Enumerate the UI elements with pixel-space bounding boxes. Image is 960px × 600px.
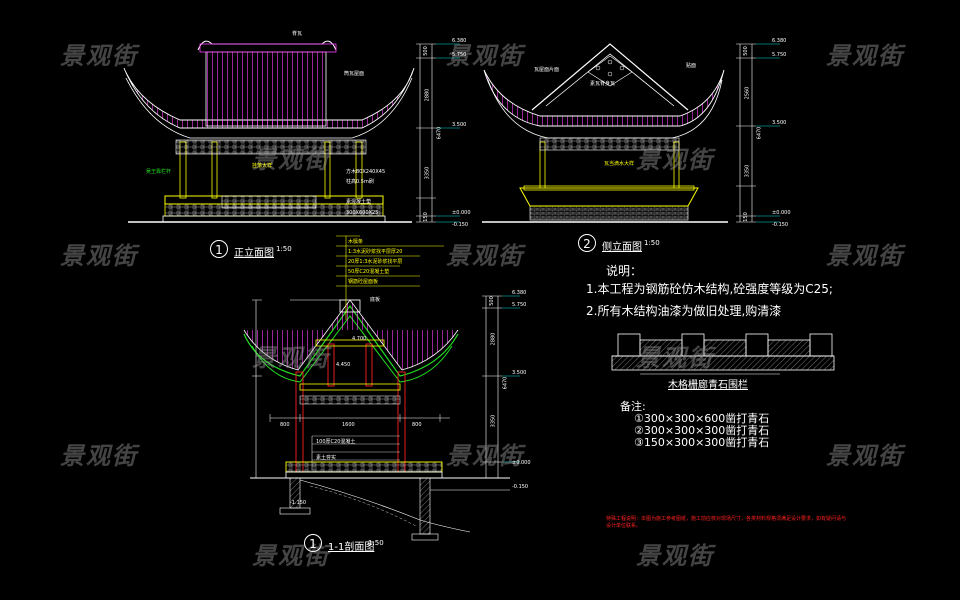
side-level: -0.150 <box>772 222 789 228</box>
front-level: 3.500 <box>452 122 467 128</box>
section-level: 4.450 <box>336 362 351 368</box>
side-title-name: 侧立面图 <box>602 242 642 253</box>
section-title-name: 1-1剖面图 <box>328 542 375 553</box>
front-title-number: 1 <box>210 240 228 258</box>
watermark: 景观街 <box>446 442 524 470</box>
section-level: -0.150 <box>512 484 529 490</box>
watermark: 景观街 <box>60 42 138 70</box>
section-annotation: 木檩条 <box>348 239 364 245</box>
side-level: 5.750 <box>772 52 787 58</box>
side-vert-dim: 3350 <box>744 164 751 178</box>
section-view <box>243 235 520 541</box>
front-level: -0.150 <box>452 222 469 228</box>
watermark: 景观街 <box>60 242 138 270</box>
section-level: 3.500 <box>512 370 527 376</box>
side-vert-dim: 2560 <box>744 86 751 100</box>
watermark: 景观街 <box>446 242 524 270</box>
front-title-name: 正立面图 <box>234 248 274 259</box>
remark-item: ②300×300×300凿打青石 <box>634 424 770 437</box>
notes-item: 1.本工程为钢筋砼仿木结构,砼强度等级为C25; <box>586 282 833 296</box>
side-title-scale: 1:50 <box>644 239 660 247</box>
section-level: ±0.000 <box>512 460 531 466</box>
side-level: 3.500 <box>772 120 787 126</box>
section-annotation: 钢筋砼屋面板 <box>348 279 379 285</box>
section-horiz-dim: 1600 <box>342 422 355 428</box>
section-title-scale: 1:50 <box>368 539 384 547</box>
section-horiz-dim: 800 <box>412 422 422 428</box>
side-vert-dim: 500 <box>742 46 749 56</box>
watermark: 景观街 <box>826 42 904 70</box>
front-annotation: 脊瓦 <box>292 31 303 37</box>
section-annotation: 100厚C20混凝土 <box>316 439 356 445</box>
side-annotation: 瓦屋面片面 <box>534 67 560 73</box>
watermark: 景观街 <box>826 242 904 270</box>
section-level: 5.750 <box>512 302 527 308</box>
side-title-number: 2 <box>578 234 596 252</box>
front-level: ±0.000 <box>452 210 471 216</box>
front-annotation: 柱高0.5m刷 <box>346 179 374 185</box>
watermark: 景观街 <box>636 344 714 372</box>
side-vert-dim: 6470 <box>756 126 763 140</box>
watermark: 景观街 <box>636 146 714 174</box>
notes-item: 2.所有木结构油漆为做旧处理,购清漆 <box>586 304 782 318</box>
front-vert-dim: 500 <box>422 46 429 56</box>
front-annotation: 素混凝土垫 <box>346 199 372 205</box>
front-annotation: 筒瓦屋面 <box>344 71 365 77</box>
remarks-heading: 备注: <box>620 400 646 413</box>
front-vert-dim: 150 <box>422 212 429 222</box>
section-annotation: 1:3水泥砂浆找平层厚20 <box>348 249 403 255</box>
notes-heading: 说明： <box>606 264 643 278</box>
section-level: 6.380 <box>512 290 527 296</box>
remark-item: ③150×300×300凿打青石 <box>634 436 770 449</box>
section-annotation: 素土夯实 <box>316 455 337 461</box>
side-elevation <box>482 43 780 223</box>
section-horiz-dim: 800 <box>280 422 290 428</box>
watermark: 景观街 <box>252 344 330 372</box>
side-vert-dim: 150 <box>742 212 749 222</box>
remark-item: ①300×300×600凿打青石 <box>634 412 770 425</box>
section-level: 4.700 <box>352 336 367 342</box>
red-construction-note: 特殊工程说明：本图为施工参考图纸，施工前应核对现场尺寸，各类材料规格须满足设计要… <box>606 516 847 529</box>
side-annotation: 素瓦脊身瓦 <box>590 81 616 87</box>
section-annotation: 20厚1:3水泥砂浆找平层 <box>348 259 403 265</box>
front-level: 5.750 <box>452 52 467 58</box>
side-level: ±0.000 <box>772 210 791 216</box>
front-vert-dim: 2880 <box>424 88 431 102</box>
section-vert-dim: 500 <box>488 296 495 306</box>
watermark: 景观街 <box>252 146 330 174</box>
detail-title: 木格栅廊青石围栏 <box>668 380 748 391</box>
watermark: 景观街 <box>60 442 138 470</box>
front-title-scale: 1:50 <box>276 245 292 253</box>
side-annotation: 瓦当滴水大样 <box>604 161 635 167</box>
section-vert-dim: 6470 <box>502 376 509 390</box>
front-annotation: 挂落大样 <box>252 163 273 169</box>
front-level: 6.380 <box>452 38 467 44</box>
front-annotation: 300X600X25 <box>346 210 379 216</box>
section-level: -1.150 <box>290 500 307 506</box>
watermark: 景观街 <box>826 442 904 470</box>
front-vert-dim: 6470 <box>436 126 443 140</box>
section-vert-dim: 2880 <box>490 332 497 346</box>
side-annotation: 贴面 <box>686 63 697 69</box>
watermark: 景观街 <box>636 542 714 570</box>
watermark: 景观街 <box>446 42 524 70</box>
section-annotation: 底板 <box>370 297 381 303</box>
section-vert-dim: 3350 <box>490 414 497 428</box>
front-annotation: 吴王靠栏杆 <box>146 169 172 175</box>
stone-railing-detail <box>611 333 835 375</box>
front-annotation: 方木80X240X45 <box>346 169 386 175</box>
section-annotation: 50厚C20混凝土垫 <box>348 269 390 275</box>
section-title-number: 1 <box>304 534 322 552</box>
side-level: 6.380 <box>772 38 787 44</box>
front-elevation <box>123 40 460 223</box>
front-vert-dim: 3350 <box>424 166 431 180</box>
